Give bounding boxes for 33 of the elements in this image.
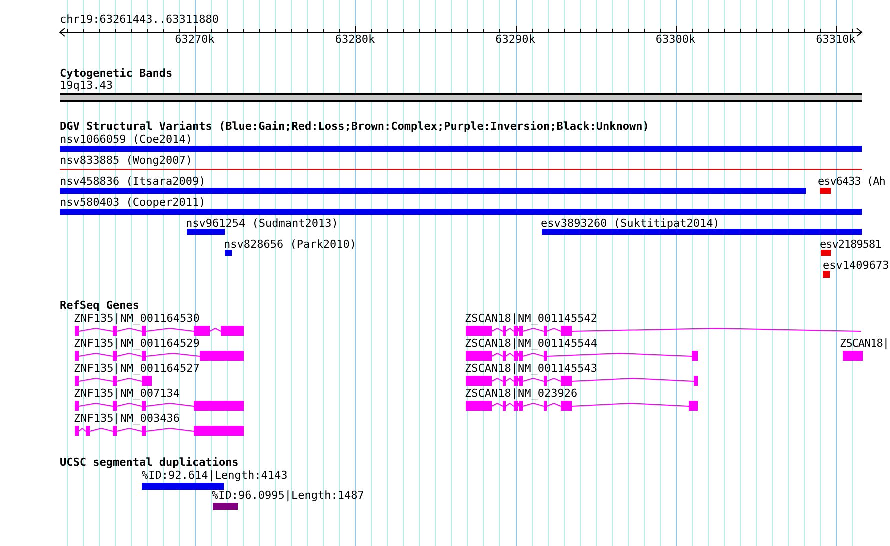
feature-label: ZSCAN18|NM_023926 — [465, 388, 578, 400]
track-title: UCSC segmental duplications — [60, 457, 239, 469]
feature-label: nsv1066059 (Coe2014) — [60, 134, 192, 146]
feature-label: ZNF135|NM_001164527 — [74, 363, 200, 375]
tick-label: 63300k — [654, 34, 697, 46]
feature-label: nsv961254 (Sudmant2013) — [186, 218, 338, 230]
feature-label: nsv828656 (Park2010) — [224, 239, 356, 251]
feature-label: esv6433 (Ah — [818, 176, 886, 188]
feature-label: ZSCAN18|NM_001145544 — [465, 338, 598, 350]
tick-label: 63280k — [334, 34, 376, 46]
feature-label: %ID:96.0995|Length:1487 — [212, 490, 364, 502]
track-title: RefSeq Genes — [60, 300, 140, 312]
feature-label: 19q13.43 — [60, 80, 113, 92]
tick-label: 63290k — [494, 34, 536, 46]
feature-label: ZSCAN18|NM_001145543 — [465, 363, 598, 375]
feature-label: esv1409673 — [823, 260, 890, 272]
tick-label: 63310k — [815, 34, 857, 46]
feature-label: nsv458836 (Itsara2009) — [60, 176, 206, 188]
feature-label: esv2189581 — [820, 239, 882, 251]
feature-label: ZNF135|NM_007134 — [74, 388, 180, 400]
feature-label: ZNF135|NM_001164529 — [74, 338, 200, 350]
feature-label: nsv833885 (Wong2007) — [60, 155, 192, 167]
feature-label: nsv580403 (Cooper2011) — [60, 197, 206, 209]
track-title: Cytogenetic Bands — [60, 68, 173, 80]
feature-label: esv3893260 (Suktitipat2014) — [541, 218, 720, 230]
feature-label: ZNF135|NM_001164530 — [74, 313, 200, 325]
tick-label: 63270k — [174, 34, 216, 46]
feature-label: ZSCAN18|NM_001145542 — [465, 313, 598, 325]
track-title: DGV Structural Variants (Blue:Gain;Red:Loss;Brown:Complex;Purple:Inversion;Black:Unknown) — [60, 121, 650, 133]
position-label: chr19:63261443..63311880 — [60, 14, 219, 26]
feature-label: %ID:92.614|Length:4143 — [142, 470, 288, 482]
feature-label: ZSCAN18| — [840, 338, 889, 350]
feature-label: ZNF135|NM_003436 — [74, 413, 180, 425]
